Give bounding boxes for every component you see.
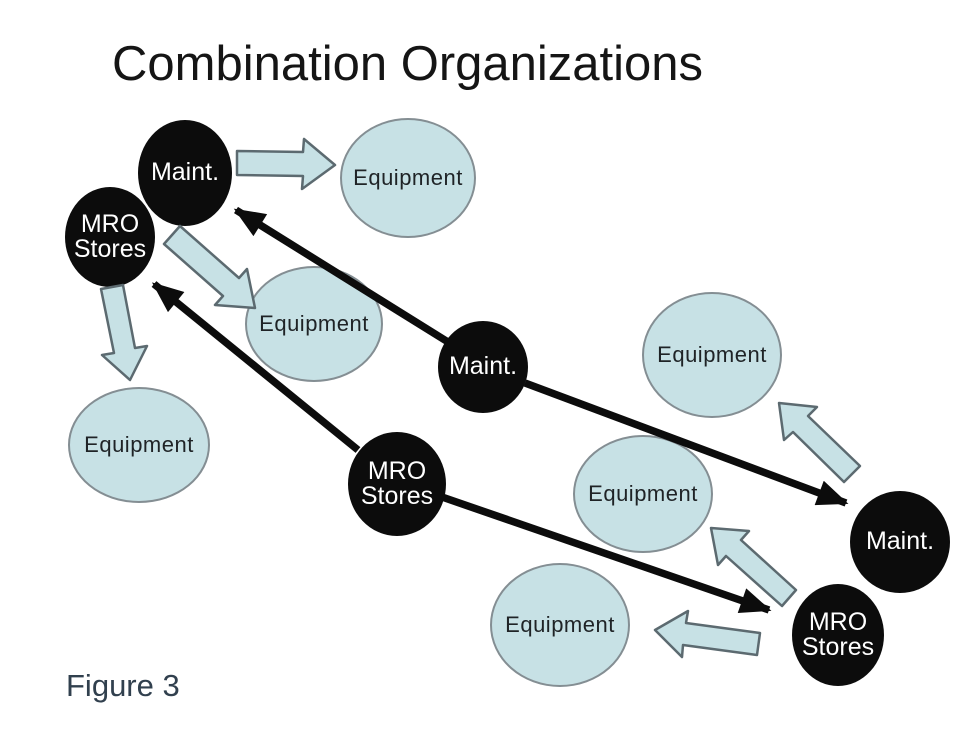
node-label: Maint. xyxy=(865,527,935,556)
block-arrow-mro-right-to-equipment-bottom xyxy=(653,609,762,659)
block-arrow-mro-top-left-to-equipment-mid-left xyxy=(162,224,257,310)
node-mro-top-left: MRO Stores xyxy=(65,187,155,287)
diagram-title: Combination Organizations xyxy=(112,37,704,91)
node-mro-right: MRO Stores xyxy=(792,584,884,686)
node-label: MRO Stores xyxy=(801,607,875,661)
node-equipment-right-top: Equipment xyxy=(642,292,782,418)
block-arrow-maint-right-to-equipment-right-top xyxy=(777,401,862,484)
block-arrow-mro-right-to-equipment-right-mid xyxy=(709,526,798,608)
block-arrow-maint-top-left-to-equipment-top xyxy=(235,137,337,191)
node-equipment-bottom-left: Equipment xyxy=(68,387,210,503)
node-label: Equipment xyxy=(588,480,698,506)
node-equipment-top: Equipment xyxy=(340,118,476,238)
node-equipment-mid-left: Equipment xyxy=(245,266,383,382)
node-label: Maint. xyxy=(448,352,518,381)
block-arrow-mro-top-left-to-equipment-bottom-left xyxy=(99,283,149,382)
node-equipment-right-mid: Equipment xyxy=(573,435,713,553)
node-label: Equipment xyxy=(84,431,194,457)
node-label: Equipment xyxy=(259,310,369,336)
node-maint-center: Maint. xyxy=(438,321,528,413)
node-mro-center: MRO Stores xyxy=(348,432,446,536)
node-maint-right: Maint. xyxy=(850,491,950,593)
node-label: MRO Stores xyxy=(73,209,147,263)
figure-caption: Figure 3 xyxy=(66,668,180,703)
node-label: Equipment xyxy=(353,164,463,190)
node-label: MRO Stores xyxy=(360,456,434,510)
node-equipment-bottom: Equipment xyxy=(490,563,630,687)
node-label: Equipment xyxy=(505,611,615,637)
node-maint-top-left: Maint. xyxy=(138,120,232,226)
node-label: Maint. xyxy=(150,158,220,187)
node-label: Equipment xyxy=(657,341,767,367)
